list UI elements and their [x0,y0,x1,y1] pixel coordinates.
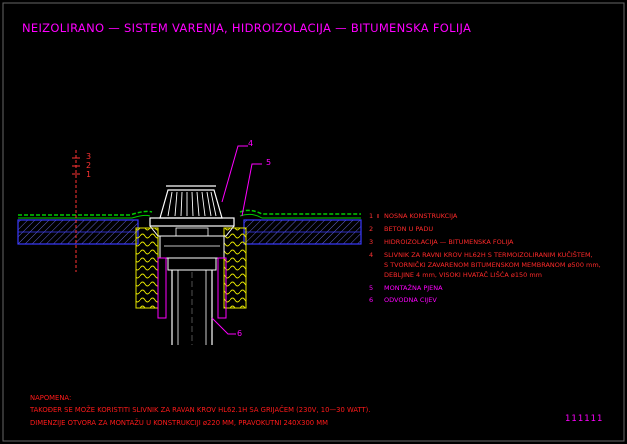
legend-text-4c: DEBLJINE 4 mm, VISOKI HVATAČ LIŠĆA ø150 … [384,271,543,279]
roof-slab-left [17,219,139,245]
layer-mark-3: 3 [86,152,92,161]
roof-drain [149,185,235,319]
note-line-1: TAKOĐER SE MOŽE KORISTITI SLIVNIK ZA RAV… [30,406,371,414]
callout-5: 5 [266,158,272,167]
legend-num-5: 5 [369,284,374,292]
thermal-insulation [135,227,247,309]
legend-text-1: NOSNA KONSTRUKCIJA [384,212,458,220]
drain-pipe [167,257,217,345]
callout-lines [211,145,262,335]
legend-num-3: 3 [369,238,374,246]
legend-text-4a: SLIVNIK ZA RAVNI KROV HL62H S TERMOIZOLI… [384,251,593,259]
bitumen-membrane [18,209,361,219]
drawing-title: NEIZOLIRANO — SISTEM VARENJA, HIDROIZOLA… [22,21,472,35]
note-heading: NAPOMENA: [30,394,72,402]
legend-text-5: MONTAŽNA PJENA [384,284,443,292]
legend-text-4b: S TVORNIČKI ZAVARENOM BITUMENSKOM MEMBRA… [384,261,601,269]
layer-mark-2: 2 [86,161,92,170]
legend-num-2: 2 [369,225,374,233]
layer-marker [72,150,80,272]
legend-num-4: 4 [369,251,374,259]
legend-num-6: 6 [369,296,374,304]
legend-text-3: HIDROIZOLACIJA — BITUMENSKA FOLIJA [384,238,514,246]
callout-6: 6 [237,329,243,338]
roof-slab-right [243,219,362,245]
sheet-code: 111111 [565,414,604,424]
callout-4: 4 [248,139,254,148]
legend-text-2: BETON U PADU [384,225,434,233]
note-line-2: DIMENZIJE OTVORA ZA MONTAŽU U KONSTRUKCI… [30,419,329,427]
legend-text-6: ODVODNA CIJEV [384,296,437,304]
layer-mark-1: 1 [86,170,92,179]
legend-num-1: 1 [369,212,374,220]
